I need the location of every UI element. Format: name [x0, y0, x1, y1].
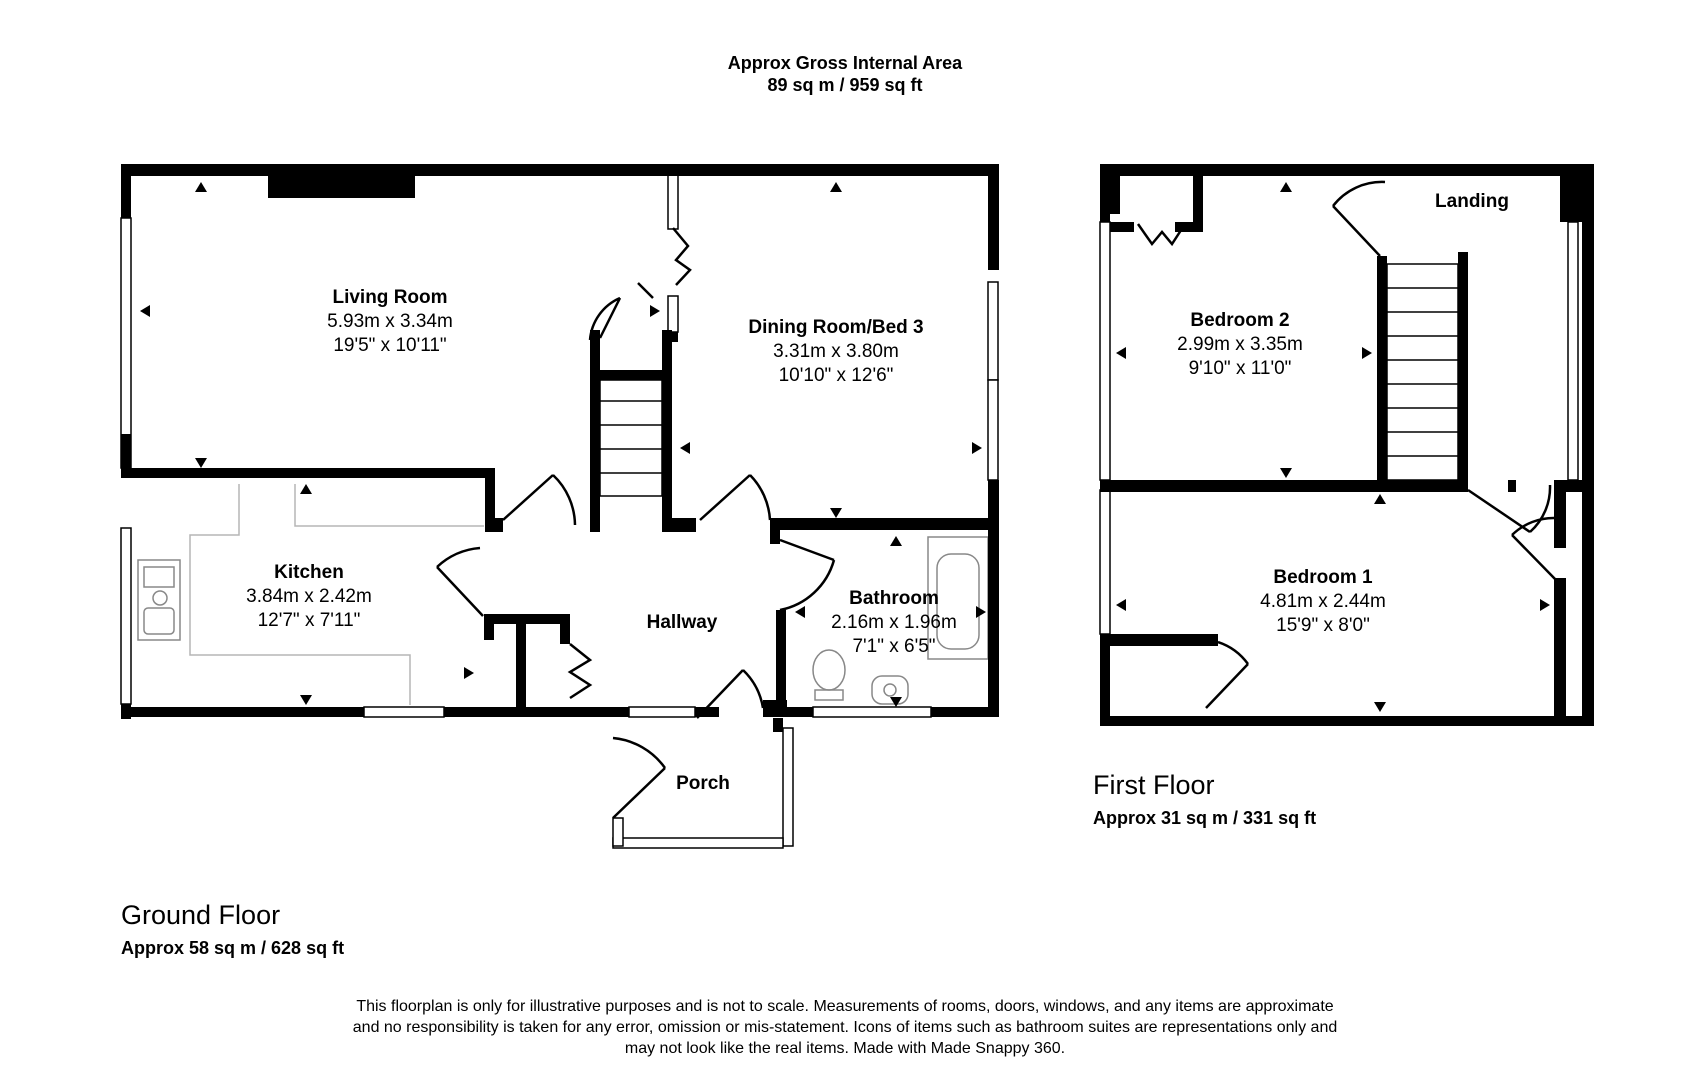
bedroom-2-metric: 2.99m x 3.35m	[1177, 334, 1303, 355]
kitchen-metric: 3.84m x 2.42m	[246, 586, 372, 607]
dining-room-imperial: 10'10" x 12'6"	[779, 365, 894, 386]
ground-dimension-arrows	[140, 182, 986, 707]
gross-area-value: 89 sq m / 959 sq ft	[767, 75, 923, 95]
bedroom-1-name: Bedroom 1	[1273, 567, 1373, 588]
kitchen-worktop	[189, 484, 484, 705]
disclaimer-line-2: and no responsibility is taken for any e…	[352, 1019, 1338, 1036]
first-floor-area: Approx 31 sq m / 331 sq ft	[1093, 808, 1317, 828]
bedroom-1-metric: 4.81m x 2.44m	[1260, 591, 1386, 612]
first-dimension-arrows	[1116, 182, 1550, 712]
first-stairs	[1386, 263, 1459, 481]
living-room-imperial: 19'5" x 10'11"	[333, 335, 446, 356]
ground-stairs	[599, 379, 663, 497]
bathroom-name: Bathroom	[849, 588, 939, 609]
disclaimer-line-3: may not look like the real items. Made w…	[624, 1040, 1066, 1057]
bedroom-2-imperial: 9'10" x 11'0"	[1189, 358, 1292, 379]
washbasin-icon	[871, 675, 909, 705]
toilet-icon	[812, 649, 846, 701]
disclaimer-line-1: This floorplan is only for illustrative …	[356, 998, 1334, 1015]
bathroom-metric: 2.16m x 1.96m	[831, 612, 957, 633]
landing-name: Landing	[1435, 191, 1509, 212]
ground-floor-title: Ground Floor	[121, 900, 281, 930]
disclaimer: This floorplan is only for illustrative …	[0, 996, 1690, 1059]
ground-floor-area: Approx 58 sq m / 628 sq ft	[121, 938, 345, 958]
first-floor-plan: Bedroom 2 2.99m x 3.35m 9'10" x 11'0" La…	[1099, 164, 1594, 726]
gross-internal-area-header: Approx Gross Internal Area 89 sq m / 959…	[0, 52, 1690, 96]
living-room-name: Living Room	[332, 287, 447, 308]
dining-room-metric: 3.31m x 3.80m	[773, 341, 899, 362]
first-doors	[1136, 180, 1557, 709]
dining-room-name: Dining Room/Bed 3	[748, 317, 923, 338]
living-room-metric: 5.93m x 3.34m	[327, 311, 453, 332]
ground-doors	[436, 227, 836, 819]
bedroom-2-name: Bedroom 2	[1190, 310, 1289, 331]
sink-icon	[137, 559, 181, 641]
first-walls	[1100, 164, 1594, 726]
ground-floor-plan: Living Room 5.93m x 3.34m 19'5" x 10'11"…	[120, 164, 999, 849]
first-floor-title: First Floor	[1093, 770, 1215, 800]
bathroom-imperial: 7'1" x 6'5"	[852, 636, 935, 657]
hallway-name: Hallway	[647, 612, 718, 633]
bedroom-1-imperial: 15'9" x 8'0"	[1276, 615, 1370, 636]
ground-walls	[121, 164, 999, 732]
gross-area-title: Approx Gross Internal Area	[727, 53, 963, 73]
kitchen-imperial: 12'7" x 7'11"	[258, 610, 361, 631]
porch-name: Porch	[676, 773, 730, 794]
ground-windows	[120, 171, 999, 849]
kitchen-name: Kitchen	[274, 562, 344, 583]
